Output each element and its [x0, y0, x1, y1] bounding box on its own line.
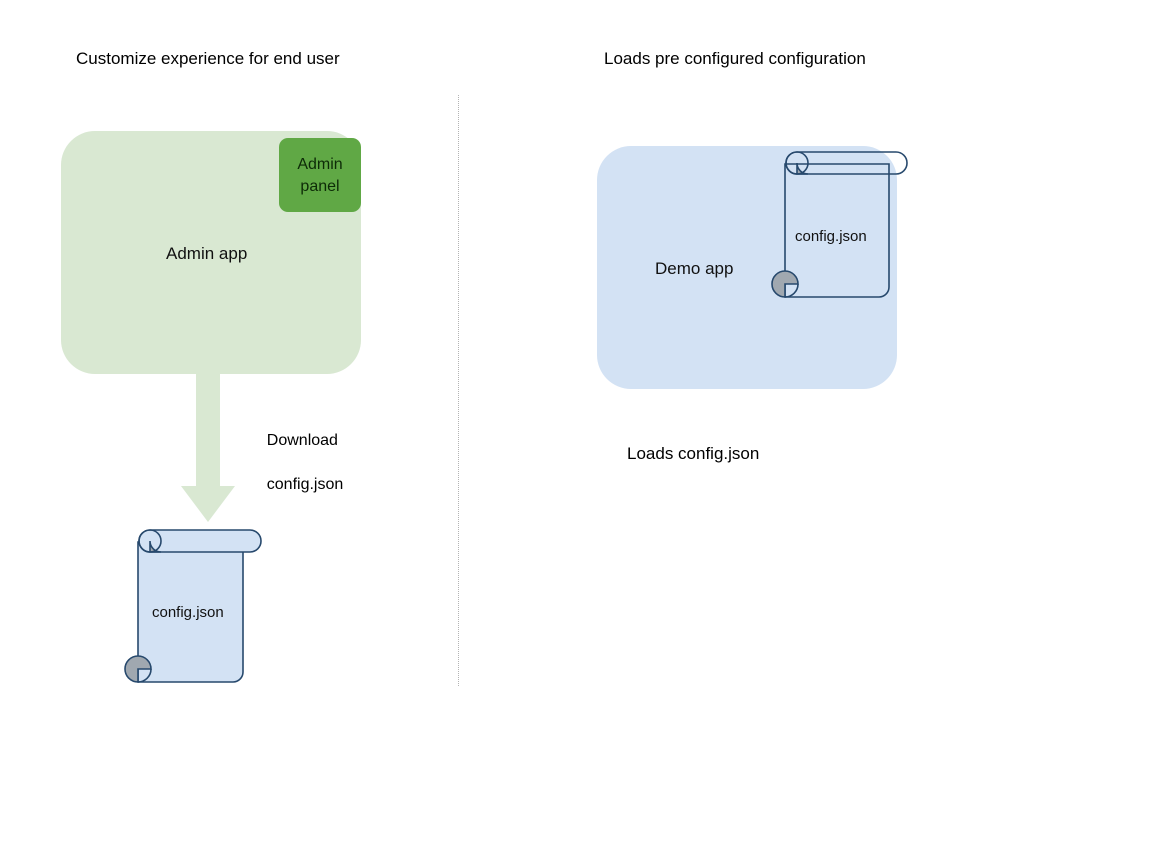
demo-app-box: [597, 146, 897, 389]
download-arrow-label: Download config.json: [249, 408, 344, 518]
right-column-title: Loads pre configured configuration: [604, 49, 866, 68]
demo-app-label: Demo app: [655, 259, 734, 278]
admin-panel-chip[interactable]: [279, 138, 361, 212]
download-arrow-icon: [181, 370, 235, 522]
admin-app-label: Admin app: [166, 244, 248, 263]
loads-config-caption: Loads config.json: [627, 444, 760, 463]
config-json-left-label: config.json: [152, 604, 224, 621]
config-json-right-label: config.json: [795, 228, 867, 245]
config-json-document-right[interactable]: [763, 147, 918, 312]
config-json-document-left[interactable]: [112, 524, 272, 694]
download-arrow-label-line2: config.json: [266, 476, 344, 493]
column-divider: [458, 95, 459, 686]
admin-panel-label-line1: Admin: [297, 156, 343, 173]
left-column-title: Customize experience for end user: [76, 49, 340, 68]
admin-panel-label: Admin panel: [279, 154, 361, 198]
download-arrow-label-line1: Download: [266, 432, 338, 449]
admin-panel-label-line2: panel: [300, 178, 340, 195]
